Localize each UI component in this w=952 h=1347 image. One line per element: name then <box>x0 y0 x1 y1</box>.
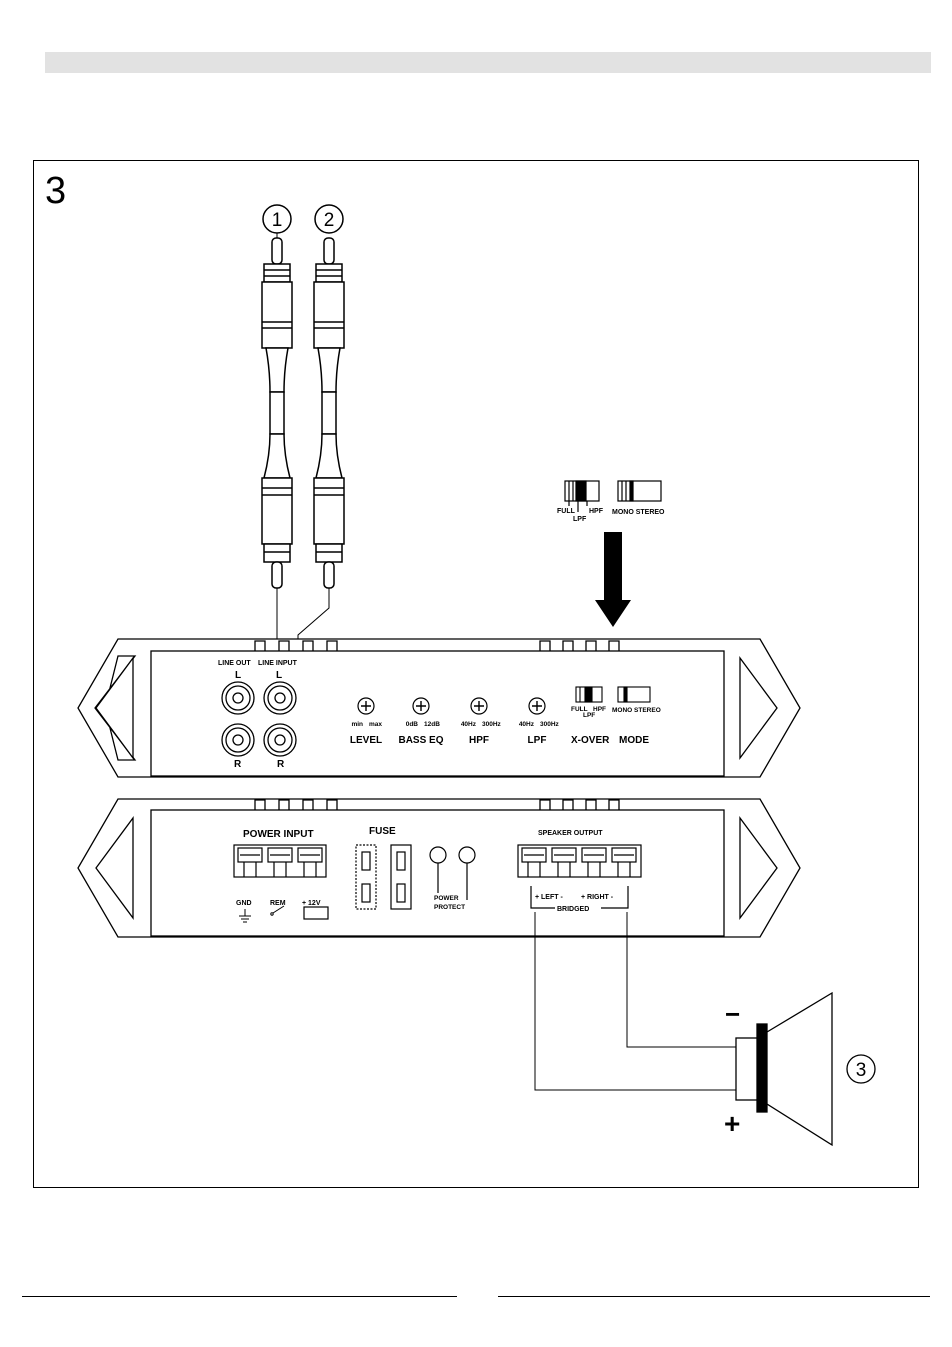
panel-lpf-label: LPF <box>583 712 595 719</box>
rca-cable-1 <box>262 205 292 600</box>
knob-min-label: 40Hz <box>461 721 477 728</box>
zoom-mono-stereo-label: MONO STEREO <box>612 509 665 516</box>
jack-in-l-label: L <box>276 670 282 681</box>
mode-label: MODE <box>619 735 649 746</box>
knob-max-label: 12dB <box>424 721 440 728</box>
knob-name-label: LEVEL <box>350 735 382 746</box>
speaker-wires <box>535 912 736 1090</box>
right-channel-label: + RIGHT - <box>581 894 614 901</box>
protect-led <box>459 847 475 863</box>
power-led <box>430 847 446 863</box>
fuse-label: FUSE <box>369 826 396 837</box>
amp-top-chassis <box>78 639 800 777</box>
line-out-label: LINE OUT <box>218 660 251 667</box>
bridged-label: BRIDGED <box>557 906 589 913</box>
arrow-down-icon <box>595 532 631 627</box>
xover-label: X-OVER <box>571 735 610 746</box>
knob-max-label: 300Hz <box>482 721 502 728</box>
knob-name-label: BASS EQ <box>398 735 443 746</box>
speaker-icon <box>736 993 832 1145</box>
knob-name-label: HPF <box>469 735 489 746</box>
panel-mono-stereo-label: MONO STEREO <box>612 707 661 714</box>
switch-zoom <box>565 481 661 512</box>
protect-led-label: PROTECT <box>434 904 465 911</box>
power-input-label: POWER INPUT <box>243 829 314 840</box>
power-led-label: POWER <box>434 895 459 902</box>
zoom-full-label: FULL <box>557 508 576 515</box>
speaker-minus-label: − <box>725 999 740 1029</box>
plus12v-label: + 12V <box>302 900 321 907</box>
power-terminal-block <box>234 845 326 877</box>
callout-1-number: 1 <box>272 210 283 231</box>
speaker-plus-label: + <box>724 1108 740 1139</box>
callout-2-number: 2 <box>324 210 335 231</box>
amp-bottom-chassis <box>78 799 800 937</box>
gnd-label: GND <box>236 900 252 907</box>
speaker-output-label: SPEAKER OUTPUT <box>538 830 603 837</box>
jack-in-r-label: R <box>277 759 285 770</box>
knob-max-label: 300Hz <box>540 721 560 728</box>
knob-name-label: LPF <box>528 735 547 746</box>
battery-icon <box>304 907 328 919</box>
knob-min-label: min <box>351 721 363 728</box>
knob-min-label: 40Hz <box>519 721 535 728</box>
line-input-label: LINE INPUT <box>258 660 298 667</box>
zoom-hpf-label: HPF <box>589 508 604 515</box>
left-channel-label: + LEFT - <box>535 894 563 901</box>
jack-out-l-label: L <box>235 670 241 681</box>
jack-out-r-label: R <box>234 759 242 770</box>
callout-3-number: 3 <box>856 1060 867 1081</box>
knob-min-label: 0dB <box>406 721 419 728</box>
figure-number: 3 <box>45 170 66 212</box>
rca-cable-2 <box>314 205 344 588</box>
knob-max-label: max <box>369 721 382 728</box>
zoom-lpf-label: LPF <box>573 516 587 523</box>
